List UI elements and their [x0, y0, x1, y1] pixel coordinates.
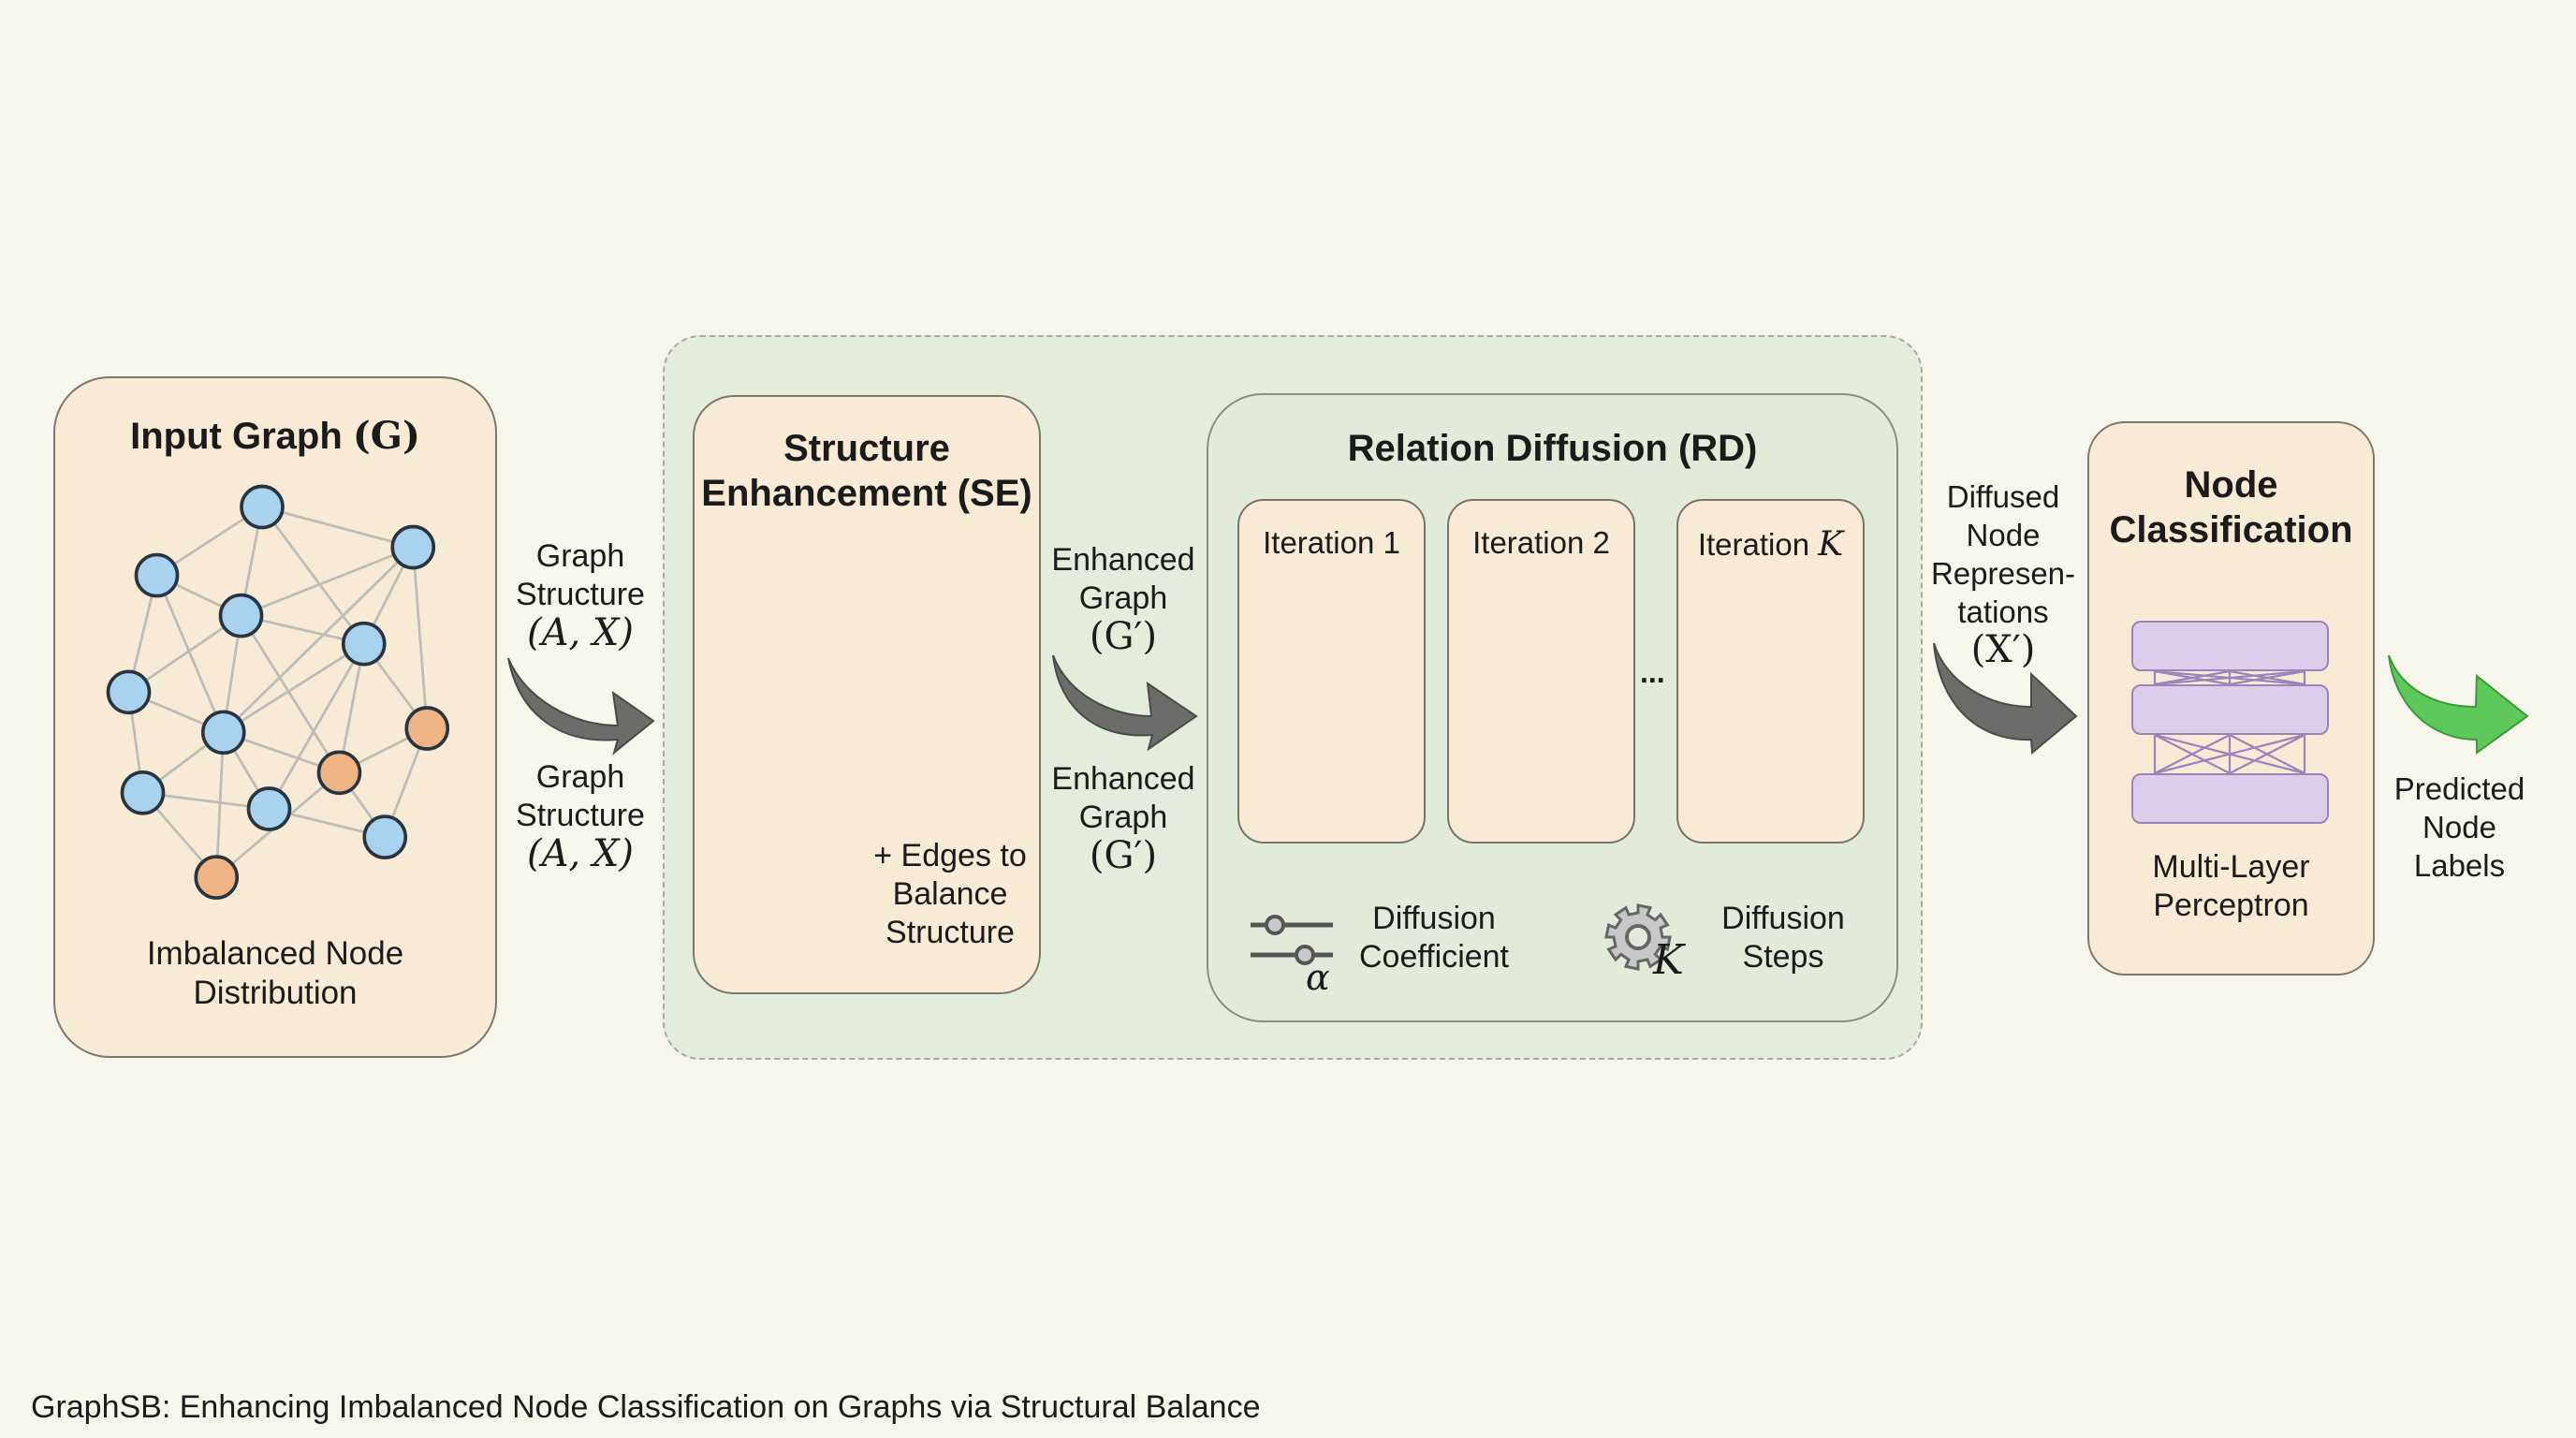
graph-edge [260, 506, 365, 645]
input-graph-math: (G) [352, 414, 420, 458]
majority-node [106, 669, 152, 715]
mlp-connection [2229, 734, 2305, 774]
arrow-label-graph-structure-bottom: Graph Structure (A, X) [516, 759, 645, 875]
graph-edge [261, 506, 414, 549]
mlp-connection [2154, 733, 2305, 775]
mlp-caption: Multi-Layer Perceptron [2152, 849, 2310, 923]
arrow-to-output [2388, 654, 2529, 755]
arrow-label-diffused-representations: Diffused Node Represen- tations (X′) [1930, 479, 2076, 671]
predicted-labels-text: Predicted Node Labels [2393, 771, 2525, 883]
input-graph-nodes [106, 484, 450, 900]
input-graph-title: Input Graph (G) [130, 414, 420, 458]
graph-edge [222, 546, 415, 734]
majority-node [341, 621, 387, 667]
arrow-label-enhanced-graph-bottom: Enhanced Graph (G′) [1051, 761, 1195, 877]
mlp-connection [2154, 669, 2231, 686]
se-title: Structure Enhancement (SE) [701, 428, 1032, 514]
iteration-2-label: Iteration 2 [1472, 525, 1610, 560]
rd-title: Relation Diffusion (RD) [1347, 428, 1758, 469]
figure-caption: GraphSB: Enhancing Imbalanced Node Class… [31, 1389, 1261, 1425]
k-symbol: K [1653, 936, 1684, 984]
arrow-label-graph-structure-top: Graph Structure (A, X) [516, 538, 645, 654]
majority-node [390, 524, 436, 570]
arrow-label-enhanced-graph-top: Enhanced Graph (G′) [1051, 542, 1195, 658]
iteration-1-card: Iteration 1 [1237, 499, 1426, 844]
majority-node [362, 814, 408, 859]
alpha-symbol: α [1306, 957, 1330, 998]
minority-node [316, 750, 362, 796]
gear-icon [1604, 903, 1672, 971]
graph-edge [268, 643, 365, 810]
diffusion-steps-label: Diffusion Steps [1721, 901, 1845, 975]
graph-edge [411, 547, 429, 729]
iteration-k-label: Iteration K [1697, 525, 1844, 564]
mlp-layer-3 [2131, 773, 2329, 824]
majority-node [120, 770, 166, 815]
arrow-input-to-se [507, 657, 655, 756]
iterations-ellipsis: ... [1640, 655, 1665, 689]
mlp-connection [2154, 669, 2305, 686]
iteration-k-card: Iteration K [1676, 499, 1865, 844]
se-added-edges-note: + Edges to Balance Structure [873, 838, 1027, 950]
graph-edge [214, 732, 226, 878]
minority-node [194, 855, 240, 900]
structure-enhancement-panel [693, 395, 1041, 994]
diffusion-coefficient-label: Diffusion Coefficient [1358, 901, 1510, 975]
mlp-connection [2229, 669, 2305, 686]
graph-edge [127, 614, 242, 694]
majority-node [134, 552, 180, 598]
iteration-1-label: Iteration 1 [1263, 525, 1400, 560]
graph-edge [155, 575, 226, 733]
mlp-connections [2153, 669, 2306, 775]
majority-node [246, 786, 292, 831]
mlp-layer-2 [2131, 684, 2329, 735]
mlp-layer-1 [2131, 621, 2329, 671]
graph-edge [240, 614, 341, 774]
graph-edge [223, 642, 365, 734]
nc-title: Node Classification [2109, 464, 2353, 550]
mlp-connection [2154, 734, 2231, 774]
input-graph-caption: Imbalanced Node Distribution [146, 935, 404, 1011]
slider-icon [1251, 915, 1333, 965]
majority-node [218, 593, 264, 638]
minority-node [404, 706, 450, 751]
majority-node [240, 484, 285, 530]
graph-edge [240, 546, 414, 617]
iteration-2-card: Iteration 2 [1447, 499, 1635, 844]
majority-node [200, 710, 246, 756]
arrow-rd-to-nc [1933, 642, 2078, 756]
arrow-se-to-rd [1052, 654, 1198, 752]
